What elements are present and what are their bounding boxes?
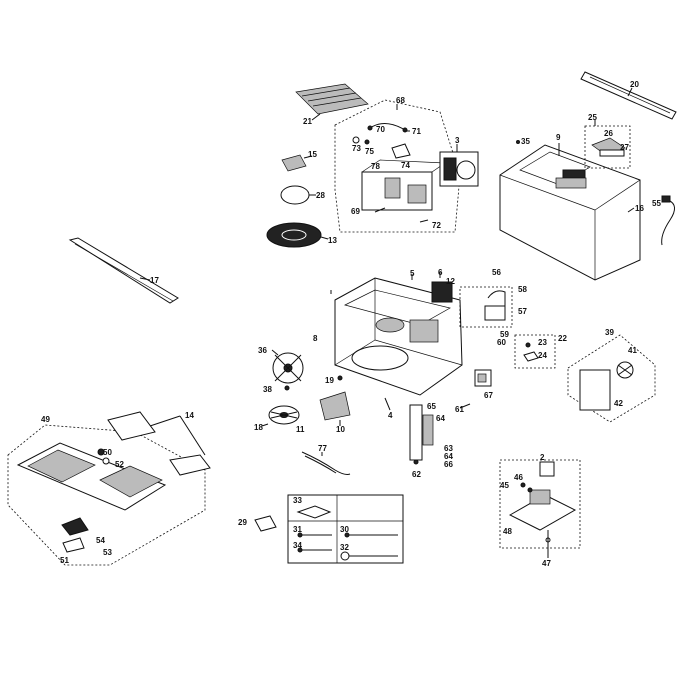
part-68-assembly [334, 99, 461, 233]
callout-8: 8 [313, 334, 318, 343]
callout-31: 31 [293, 525, 302, 534]
callout-10: 10 [336, 425, 345, 434]
callout-75: 75 [365, 147, 374, 156]
callout-18: 18 [254, 423, 263, 432]
callout-77: 77 [318, 444, 327, 453]
callout-64-top: 64 [436, 414, 445, 423]
callout-57: 57 [518, 307, 527, 316]
callout-60: 60 [497, 338, 506, 347]
callout-71: 71 [412, 127, 421, 136]
callout-69: 69 [351, 207, 360, 216]
callout-5: 5 [410, 269, 415, 278]
callout-50: 50 [103, 448, 112, 457]
callout-49: 49 [41, 415, 50, 424]
callout-68: 68 [396, 96, 405, 105]
part-11-wheel [261, 405, 300, 427]
callout-67: 67 [484, 391, 493, 400]
hardware-kit-box [287, 494, 404, 564]
callout-55: 55 [652, 199, 661, 208]
callout-63: 63 [444, 444, 453, 453]
callout-15: 15 [308, 150, 317, 159]
callout-61: 61 [455, 405, 464, 414]
callout-13: 13 [328, 236, 337, 245]
callout-64: 64 [444, 452, 453, 461]
callout-29: 29 [238, 518, 247, 527]
callout-59: 59 [500, 330, 509, 339]
callout-78: 78 [371, 162, 380, 171]
part-3-motor [439, 144, 479, 187]
callout-41: 41 [628, 346, 637, 355]
callout-20: 20 [630, 80, 639, 89]
part-10-panel [319, 391, 351, 426]
part-19 [337, 375, 343, 381]
callout-72: 72 [432, 221, 441, 230]
part-20-top-bar [580, 71, 677, 120]
callout-38: 38 [263, 385, 272, 394]
part-16-cabinet [499, 140, 641, 281]
callout-58: 58 [518, 285, 527, 294]
callout-22: 22 [558, 334, 567, 343]
part-29 [254, 515, 277, 532]
part-39-fan-group [567, 334, 656, 423]
callout-17: 17 [150, 276, 159, 285]
main-cavity [330, 272, 463, 411]
callout-32: 32 [340, 543, 349, 552]
part-25-group [584, 120, 631, 169]
callout-53: 53 [103, 548, 112, 557]
callout-4: 4 [388, 411, 393, 420]
callout-24: 24 [538, 351, 547, 360]
part-17-bar [68, 237, 179, 304]
callout-35: 35 [521, 137, 530, 146]
callout-6: 6 [438, 268, 443, 277]
callout-34: 34 [293, 541, 302, 550]
part-13-tray [266, 222, 329, 248]
callout-33: 33 [293, 496, 302, 505]
callout-45: 45 [500, 481, 509, 490]
callout-73: 73 [352, 144, 361, 153]
callout-74: 74 [401, 161, 410, 170]
part-77-wire [301, 451, 351, 475]
callout-48: 48 [503, 527, 512, 536]
callout-39: 39 [605, 328, 614, 337]
part-36-fan [271, 349, 304, 391]
callout-66: 66 [444, 460, 453, 469]
callout-54: 54 [96, 536, 105, 545]
callout-19: 19 [325, 376, 334, 385]
callout-46: 46 [514, 473, 523, 482]
callout-9: 9 [556, 133, 561, 142]
part-55-power-cord [661, 195, 675, 246]
part-62-latch-assembly [409, 403, 471, 465]
callout-30: 30 [340, 525, 349, 534]
part-28-ring [280, 185, 316, 205]
part-22-group [514, 334, 556, 369]
callout-56: 56 [492, 268, 501, 277]
part-67 [474, 369, 492, 387]
callout-26: 26 [604, 129, 613, 138]
callout-51: 51 [60, 556, 69, 565]
callout-21: 21 [303, 117, 312, 126]
part-48-base-assembly [499, 459, 581, 558]
part-15-filter [281, 154, 313, 172]
callout-3: 3 [455, 136, 460, 145]
callout-28: 28 [316, 191, 325, 200]
callout-12: 12 [446, 277, 455, 286]
callout-27: 27 [620, 143, 629, 152]
part-56-58-group [459, 286, 513, 328]
callout-14: 14 [185, 411, 194, 420]
callout-16: 16 [635, 204, 644, 213]
callout-52: 52 [115, 460, 124, 469]
part-21-grille [295, 83, 369, 121]
callout-42: 42 [614, 399, 623, 408]
callout-25: 25 [588, 113, 597, 122]
callout-70: 70 [376, 125, 385, 134]
part-49-bottom-plate [7, 411, 211, 566]
callout-11: 11 [296, 425, 305, 434]
callout-36: 36 [258, 346, 267, 355]
callout-2: 2 [540, 453, 545, 462]
callout-65: 65 [427, 402, 436, 411]
callout-23: 23 [538, 338, 547, 347]
callout-47: 47 [542, 559, 551, 568]
callout-62: 62 [412, 470, 421, 479]
